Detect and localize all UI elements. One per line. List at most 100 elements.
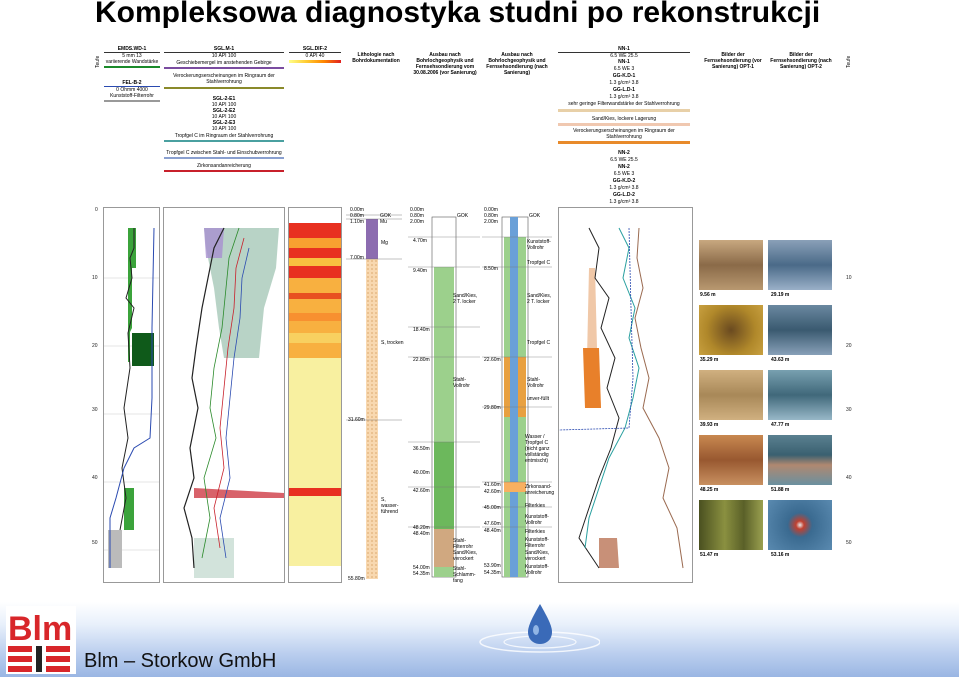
col1b-bar bbox=[104, 86, 160, 87]
page-title: Kompleksowa diagnostyka studni po rekons… bbox=[95, 0, 821, 29]
col7-gcm2-b: 1.3 g/cm³ 3.8 bbox=[609, 199, 639, 205]
header-col2: SGL.M-1 10 API 100 Geschiebemergel im an… bbox=[164, 46, 284, 176]
track-lithology bbox=[346, 207, 402, 583]
photo-right-2 bbox=[768, 305, 832, 355]
company-name: Blm – Storkow GmbH bbox=[84, 650, 277, 672]
litho-d0: 0.00m bbox=[350, 207, 364, 213]
ausbau1-note-sandkies: Sand/Kies, 2 T. locker bbox=[453, 293, 478, 305]
teufe-left-label: Teufe bbox=[95, 55, 101, 68]
col1-title: EMDS.WD-1 bbox=[117, 46, 147, 52]
col2-e2: SGL-2-E2 bbox=[212, 108, 236, 114]
ausbau2-d2: 2.00m bbox=[484, 219, 498, 225]
litho-s-wasser: S, wasser-führend bbox=[381, 497, 399, 515]
col7-gcm-b: 1.3 g/cm³ 3.8 bbox=[609, 185, 639, 191]
col1-units: 5 mm 13 bbox=[122, 53, 142, 59]
track-neutron bbox=[558, 207, 693, 583]
photo-right-4-label: 51.88 m bbox=[771, 487, 790, 493]
ausbau2-d11: 53.90m bbox=[484, 563, 501, 569]
col3-units: 0 API 40 bbox=[305, 53, 325, 59]
photo-left-2-label: 35.29 m bbox=[700, 357, 719, 363]
ausbau2-note-stahlvoll: Stahl-Vollrohr bbox=[527, 377, 544, 389]
col7-nn: NN-1 bbox=[618, 59, 630, 65]
col7-we2-b: 6.5 WE 3 bbox=[613, 171, 635, 177]
photo-right-2-label: 43.63 m bbox=[771, 357, 790, 363]
header-col1: EMDS.WD-1 5 mm 13 variierende Wandstärke… bbox=[104, 46, 160, 106]
ausbau1-d6: 22.80m bbox=[413, 357, 430, 363]
col7-bar1 bbox=[558, 52, 690, 53]
col7-gg2: GG-K.D-2 bbox=[612, 178, 636, 184]
photo-left-3 bbox=[699, 370, 763, 420]
col7-desc1: sehr geringe Filterwandstärke der Stahlv… bbox=[568, 101, 680, 107]
ausbau1-d2: 2.00m bbox=[410, 219, 424, 225]
ausbau1-d5: 18.40m bbox=[413, 327, 430, 333]
photo-right-3-label: 47.77 m bbox=[771, 422, 790, 428]
ausbau2-note-tropfgel2: Tropfgel C bbox=[527, 340, 551, 346]
ausbau2-note-wasser: Wasser / Tropfgel C (nicht ganz vollstän… bbox=[525, 434, 550, 464]
depth-tick-20: 20 bbox=[92, 343, 98, 349]
col7-bar-pink bbox=[558, 123, 690, 126]
col2-e1: SGL-2-E1 bbox=[212, 96, 236, 102]
ausbau2-note-kunststoff: Kunststoff-Vollrohr bbox=[527, 239, 551, 251]
col7-we: 6.5 WE 25.5 bbox=[610, 53, 638, 59]
photo-right-5 bbox=[768, 500, 832, 550]
ausbau2-note-filterkies2: Filterkies bbox=[525, 529, 546, 535]
col5-title: Ausbau nach Bohrlochgeophysik und Fernse… bbox=[413, 52, 477, 76]
photo-left-1 bbox=[699, 240, 763, 290]
col7-gcm2: 1.3 g/cm³ 3.8 bbox=[609, 94, 639, 100]
litho-d2: 1.10m bbox=[350, 219, 364, 225]
depth-tick-r40: 40 bbox=[846, 475, 852, 481]
col2-lightblue-bar bbox=[164, 157, 284, 159]
col4-title: Lithologie nach Bohrdokumentation bbox=[352, 52, 400, 64]
ausbau2-note-sandkies: Sand/Kies, 2 T. locker bbox=[527, 293, 552, 305]
ausbau1-d13: 54.35m bbox=[413, 571, 430, 577]
track-lithology-svg bbox=[346, 214, 402, 579]
photo-left-5 bbox=[699, 500, 763, 550]
ausbau2-note-filterkies1: Filterkies bbox=[525, 503, 546, 509]
col1-desc-bar bbox=[104, 66, 160, 68]
depth-tick-0: 0 bbox=[95, 207, 98, 213]
photo-right-1 bbox=[768, 240, 832, 290]
col2-desc4: Tropfgel C zwischen Stahl- und Einschubv… bbox=[166, 150, 282, 156]
col7-nn1: NN-1 bbox=[618, 46, 630, 52]
ausbau1-note-stahlfilter: Stahl-Filterrohr bbox=[453, 538, 474, 550]
col2-teal-bar bbox=[164, 140, 284, 142]
col7-bar-orange bbox=[558, 141, 690, 144]
ausbau2-d10: 48.40m bbox=[484, 528, 501, 534]
ausbau2-note-kunststoffvoll: Kunststoff-Vollrohr bbox=[525, 514, 549, 526]
col1b-units: 0 Ohmm 4000 bbox=[116, 87, 148, 93]
depth-tick-r20: 20 bbox=[846, 343, 852, 349]
litho-d7: 7.00m bbox=[350, 255, 364, 261]
blm-logo: Blm bbox=[6, 606, 76, 674]
ausbau1-d0: 0.00m bbox=[410, 207, 424, 213]
ausbau1-d10: 48.20m bbox=[413, 525, 430, 531]
col7-nn2-b: NN-2 bbox=[618, 164, 630, 170]
ausbau1-d4: 9.40m bbox=[413, 268, 427, 274]
ausbau1-d9: 42.60m bbox=[413, 488, 430, 494]
col2-desc1: Geschiebemergel im anstehenden Gebirge bbox=[176, 60, 272, 66]
col7-gcm: 1.3 g/cm³ 3.8 bbox=[609, 80, 639, 86]
litho-gok: GOK bbox=[380, 213, 392, 219]
depth-tick-10: 10 bbox=[92, 275, 98, 281]
teufe-right-label: Teufe bbox=[846, 55, 852, 68]
litho-d31: 31.60m bbox=[348, 417, 365, 423]
track-emds-svg bbox=[104, 227, 159, 568]
col3-color-bar bbox=[289, 60, 341, 63]
logo-text: Blm bbox=[8, 610, 72, 648]
photo-right-4 bbox=[768, 435, 832, 485]
ausbau2-d4: 22.60m bbox=[484, 357, 501, 363]
ausbau2-note-sandverockert: Sand/Kies, verockert bbox=[525, 550, 550, 562]
col7-desc3: Verockerungserscheinungen im Ringraum de… bbox=[573, 128, 675, 140]
ausbau2-d3: 8.50m bbox=[484, 266, 498, 272]
track-ausbau-1-svg bbox=[408, 216, 480, 578]
col3-bar bbox=[289, 52, 341, 53]
col2-desc3: Tropfgel C im Ringraum der Stahlverrohru… bbox=[174, 133, 274, 139]
col7-we-2: 6.5 WE 25.5 bbox=[610, 157, 638, 163]
ausbau2-d6: 41.60m bbox=[484, 482, 501, 488]
ausbau1-d1: 0.80m bbox=[410, 213, 424, 219]
col7-we2: 6.5 WE 3 bbox=[613, 66, 635, 72]
col2-red-bar bbox=[164, 170, 284, 172]
ausbau2-d12: 54.35m bbox=[484, 570, 501, 576]
ausbau1-d12: 54.00m bbox=[413, 565, 430, 571]
ausbau1-d7: 36.50m bbox=[413, 446, 430, 452]
col7-nn2: NN-2 bbox=[618, 150, 630, 156]
